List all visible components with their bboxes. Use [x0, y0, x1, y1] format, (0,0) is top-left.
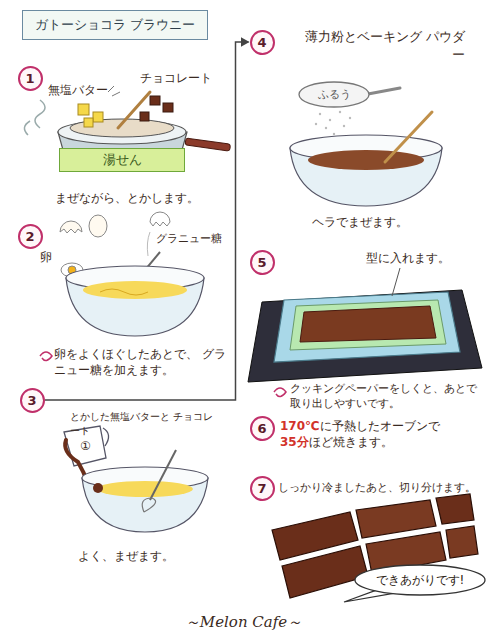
note-mark — [40, 352, 52, 361]
instruction: ヘラでまぜます。 — [312, 214, 408, 230]
node-text: 3 — [27, 393, 36, 408]
instruction: 型に入れます。 — [366, 250, 450, 266]
instruction: よく、まぜます。 — [78, 548, 174, 564]
ingredient-label: 無塩バター — [48, 82, 108, 98]
step-number: 3 — [20, 388, 45, 413]
outline — [299, 82, 369, 107]
node-text: 6 — [257, 421, 266, 436]
outline — [355, 565, 485, 595]
cup-mark: ① — [80, 438, 91, 454]
step-number: 2 — [18, 224, 43, 249]
node-text: 2 — [25, 229, 34, 244]
instruction: 卵をよくほぐしたあとで、 グラニュー糖を加えます。 — [54, 346, 234, 378]
instruction-block: 170℃に予熱したオーブンで 35分ほど焼きます。 — [280, 418, 480, 450]
steam — [24, 100, 45, 135]
node-text: できあがりです! — [376, 572, 465, 589]
water-bath-band: 湯せん — [59, 148, 185, 172]
node-text: ふるう — [318, 87, 351, 102]
instruction: に予熱したオーブンで — [320, 419, 440, 433]
node-text: 4 — [257, 35, 266, 50]
instruction: まぜながら、とかします。 — [55, 190, 199, 206]
step-number: 5 — [250, 250, 275, 275]
ingredient-label: 薄力粉とベーキング パウダー — [300, 28, 465, 63]
note: クッキングペーパーをしくと、あとで 取り出しやすいです。 — [290, 382, 482, 412]
caption: ～Melon Cafe～ — [0, 612, 487, 632]
node-text: 5 — [257, 255, 266, 270]
node-text: 7 — [257, 481, 266, 496]
step-number: 6 — [250, 416, 275, 441]
title-box: ガトーショコラ ブラウニー — [22, 10, 208, 40]
temperature: 170℃ — [280, 419, 320, 433]
ingredient-label: とかした無塩バターと チョコレート — [70, 410, 220, 437]
butter — [78, 104, 103, 127]
note-mark — [274, 388, 286, 397]
flow-arrow — [45, 42, 249, 400]
flour — [315, 111, 351, 135]
step-number: 4 — [250, 30, 275, 55]
instruction: ほど焼きます。 — [309, 435, 393, 449]
step-number: 7 — [250, 476, 275, 501]
node-text: 湯せん — [103, 151, 142, 169]
ingredient-label: グラニュー糖 — [156, 232, 222, 247]
sifter: ふるう — [298, 81, 370, 108]
time: 35分 — [280, 435, 309, 449]
ingredient-label: 卵 — [40, 249, 52, 265]
title-text: ガトーショコラ ブラウニー — [35, 17, 195, 32]
node-text: 1 — [25, 71, 34, 86]
step-number: 1 — [18, 66, 43, 91]
ingredient-label: チョコレート — [140, 70, 212, 86]
instruction: しっかり冷ましたあと、切り分けます。 — [278, 481, 482, 496]
speech-bubble: できあがりです! — [354, 564, 486, 596]
